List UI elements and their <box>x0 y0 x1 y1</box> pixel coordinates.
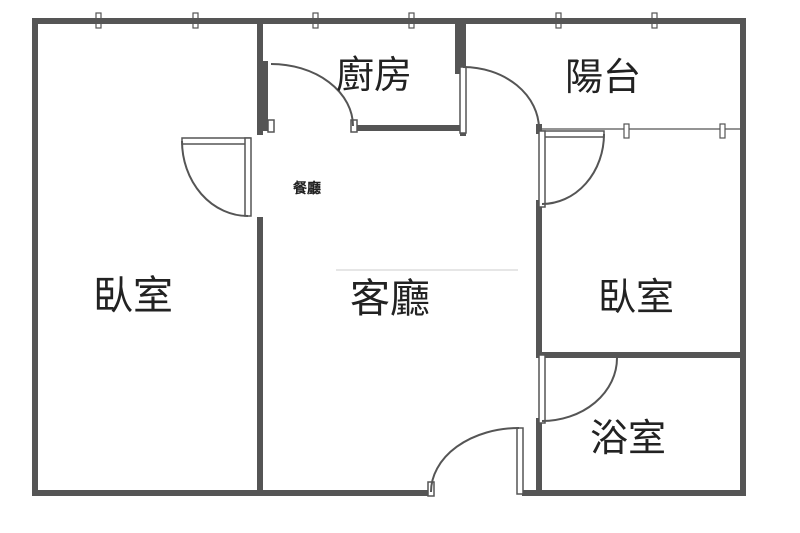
room-label-master-bedroom: 臥室 <box>93 273 173 319</box>
bedroom-door <box>538 130 605 208</box>
bathroom-door <box>538 354 618 424</box>
room-label-dining: 餐廳 <box>292 180 321 197</box>
doors <box>181 63 618 497</box>
walls <box>32 18 746 496</box>
balcony-door <box>459 66 540 134</box>
room-label-kitchen: 廚房 <box>336 53 412 97</box>
window-mark <box>719 123 726 139</box>
bedroom-door <box>181 137 252 217</box>
room-label-bathroom: 浴室 <box>590 416 666 460</box>
room-label-balcony: 陽台 <box>565 55 641 99</box>
window-mark <box>623 123 630 139</box>
entrance-door <box>427 427 524 497</box>
room-label-living-room: 客廳 <box>350 276 430 322</box>
kitchen-door <box>267 63 358 133</box>
room-label-bedroom: 臥室 <box>598 275 674 319</box>
